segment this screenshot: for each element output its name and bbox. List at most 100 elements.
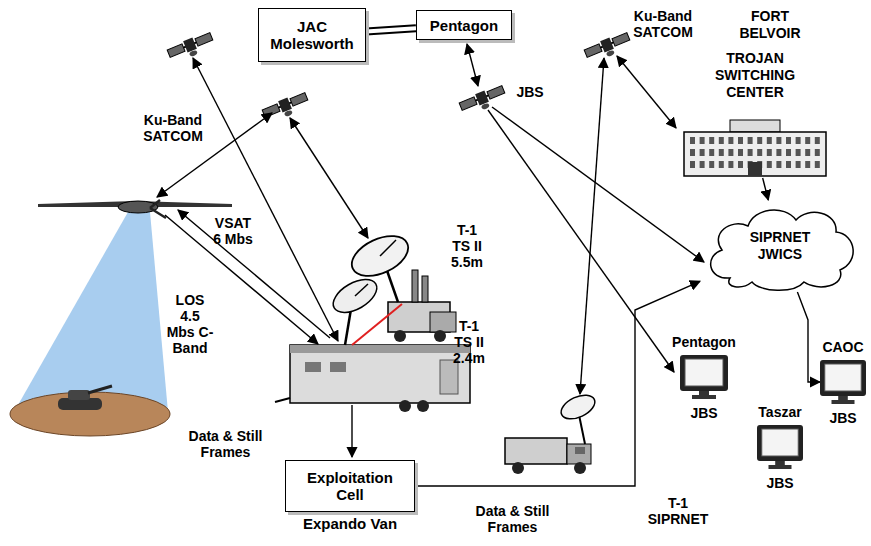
annotation-label: LOS 4.5 Mbs C-Band [165, 292, 215, 356]
connector-line [797, 292, 820, 382]
satellite [583, 31, 632, 64]
cable [352, 304, 402, 345]
node-title: FORT BELVOIR [720, 8, 820, 42]
satcom-link [193, 58, 338, 341]
network-cloud: SIPRNET JWICS [700, 200, 860, 292]
annotation-label: T-1 TS II 2.4m [452, 318, 486, 366]
annotation-label: JBS [510, 84, 550, 100]
cloud-shape [711, 210, 853, 290]
equipment-rack [412, 270, 418, 302]
node-title: SIPRNET JWICS [738, 229, 822, 263]
annotation-label: VSAT 6 Mbs [212, 215, 254, 247]
satcom-link [467, 44, 478, 86]
jbs-terminal: CAOCJBS [820, 360, 866, 404]
building-window [690, 137, 695, 144]
building-window [767, 137, 772, 144]
building-window [690, 149, 695, 156]
sensor-beam [14, 212, 168, 412]
building-window [786, 149, 791, 156]
tank-barrel [88, 386, 112, 393]
building-window [700, 161, 705, 168]
double-line-inner [366, 28, 416, 31]
connector-line [763, 178, 769, 200]
building-window [719, 137, 724, 144]
site-box: Pentagon [416, 10, 512, 40]
annotation-label: Ku-Band SATCOM [618, 8, 708, 40]
truck-body [505, 438, 567, 464]
terminal-truck-5-5m [346, 228, 456, 342]
building-window [748, 149, 753, 156]
building-window [719, 149, 724, 156]
connector [415, 281, 700, 486]
building-window [776, 161, 781, 168]
building-door [748, 162, 762, 176]
building-window [786, 137, 791, 144]
tank [58, 386, 112, 410]
broadcast-link [488, 110, 674, 372]
los-link [178, 210, 330, 338]
building-window [748, 137, 753, 144]
building-window [796, 149, 801, 156]
satellite [261, 91, 310, 124]
annotation-label: T-1 TS II 5.5m [450, 222, 484, 270]
dish [346, 228, 415, 284]
building-window [738, 161, 743, 168]
building-icon [680, 118, 830, 178]
uav-tail [150, 200, 166, 218]
dish-feed [380, 240, 396, 256]
connector-line [415, 281, 700, 486]
monitor-base [769, 465, 792, 469]
truck-window [575, 447, 585, 454]
broadcast-link [492, 107, 704, 262]
tank-turret [68, 390, 90, 400]
node-title: Exploitation Cell [300, 469, 400, 503]
jbs-terminal: TaszarJBS [757, 425, 803, 469]
monitor-screen [825, 364, 861, 391]
truck-cab [430, 312, 456, 332]
satcom-link [580, 58, 604, 394]
switching-center: FORT BELVOIRTROJAN SWITCHING CENTER [680, 118, 830, 178]
monitor-frame [680, 355, 728, 391]
building-window [709, 149, 714, 156]
double-line-outer [366, 28, 416, 31]
data-feed [351, 405, 352, 457]
building-window [815, 137, 820, 144]
monitor-icon [820, 360, 866, 404]
vsat-dish [328, 273, 383, 345]
building-window [700, 149, 705, 156]
satellite [166, 31, 215, 64]
trailer-body [290, 345, 470, 403]
building-window [757, 137, 762, 144]
building-wall [684, 132, 826, 176]
node-title: CAOC [822, 339, 863, 356]
building-window [738, 137, 743, 144]
wheel [417, 400, 429, 412]
trailer-hitch [275, 398, 290, 402]
node-title: Taszar [758, 404, 801, 421]
building-window [805, 149, 810, 156]
node-subtitle: JBS [829, 410, 856, 427]
wheel [399, 400, 411, 412]
building-window [805, 137, 810, 144]
jbs-terminal: PentagonJBS [680, 355, 728, 399]
connector [366, 28, 416, 31]
monitor-stand [838, 396, 848, 400]
monitor-screen [685, 359, 723, 386]
dish-feed [355, 284, 368, 296]
wheel [512, 462, 524, 474]
connector [797, 292, 820, 382]
building-window [796, 161, 801, 168]
building-window [690, 161, 695, 168]
monitor-icon [757, 425, 803, 469]
building-window [776, 149, 781, 156]
monitor-screen [762, 429, 798, 456]
building-window [719, 161, 724, 168]
truck-cab [567, 444, 591, 464]
building-window [767, 149, 772, 156]
building-roof [730, 120, 780, 132]
uav [38, 200, 232, 218]
satcom-link [617, 56, 676, 128]
monitor-frame [820, 360, 866, 396]
